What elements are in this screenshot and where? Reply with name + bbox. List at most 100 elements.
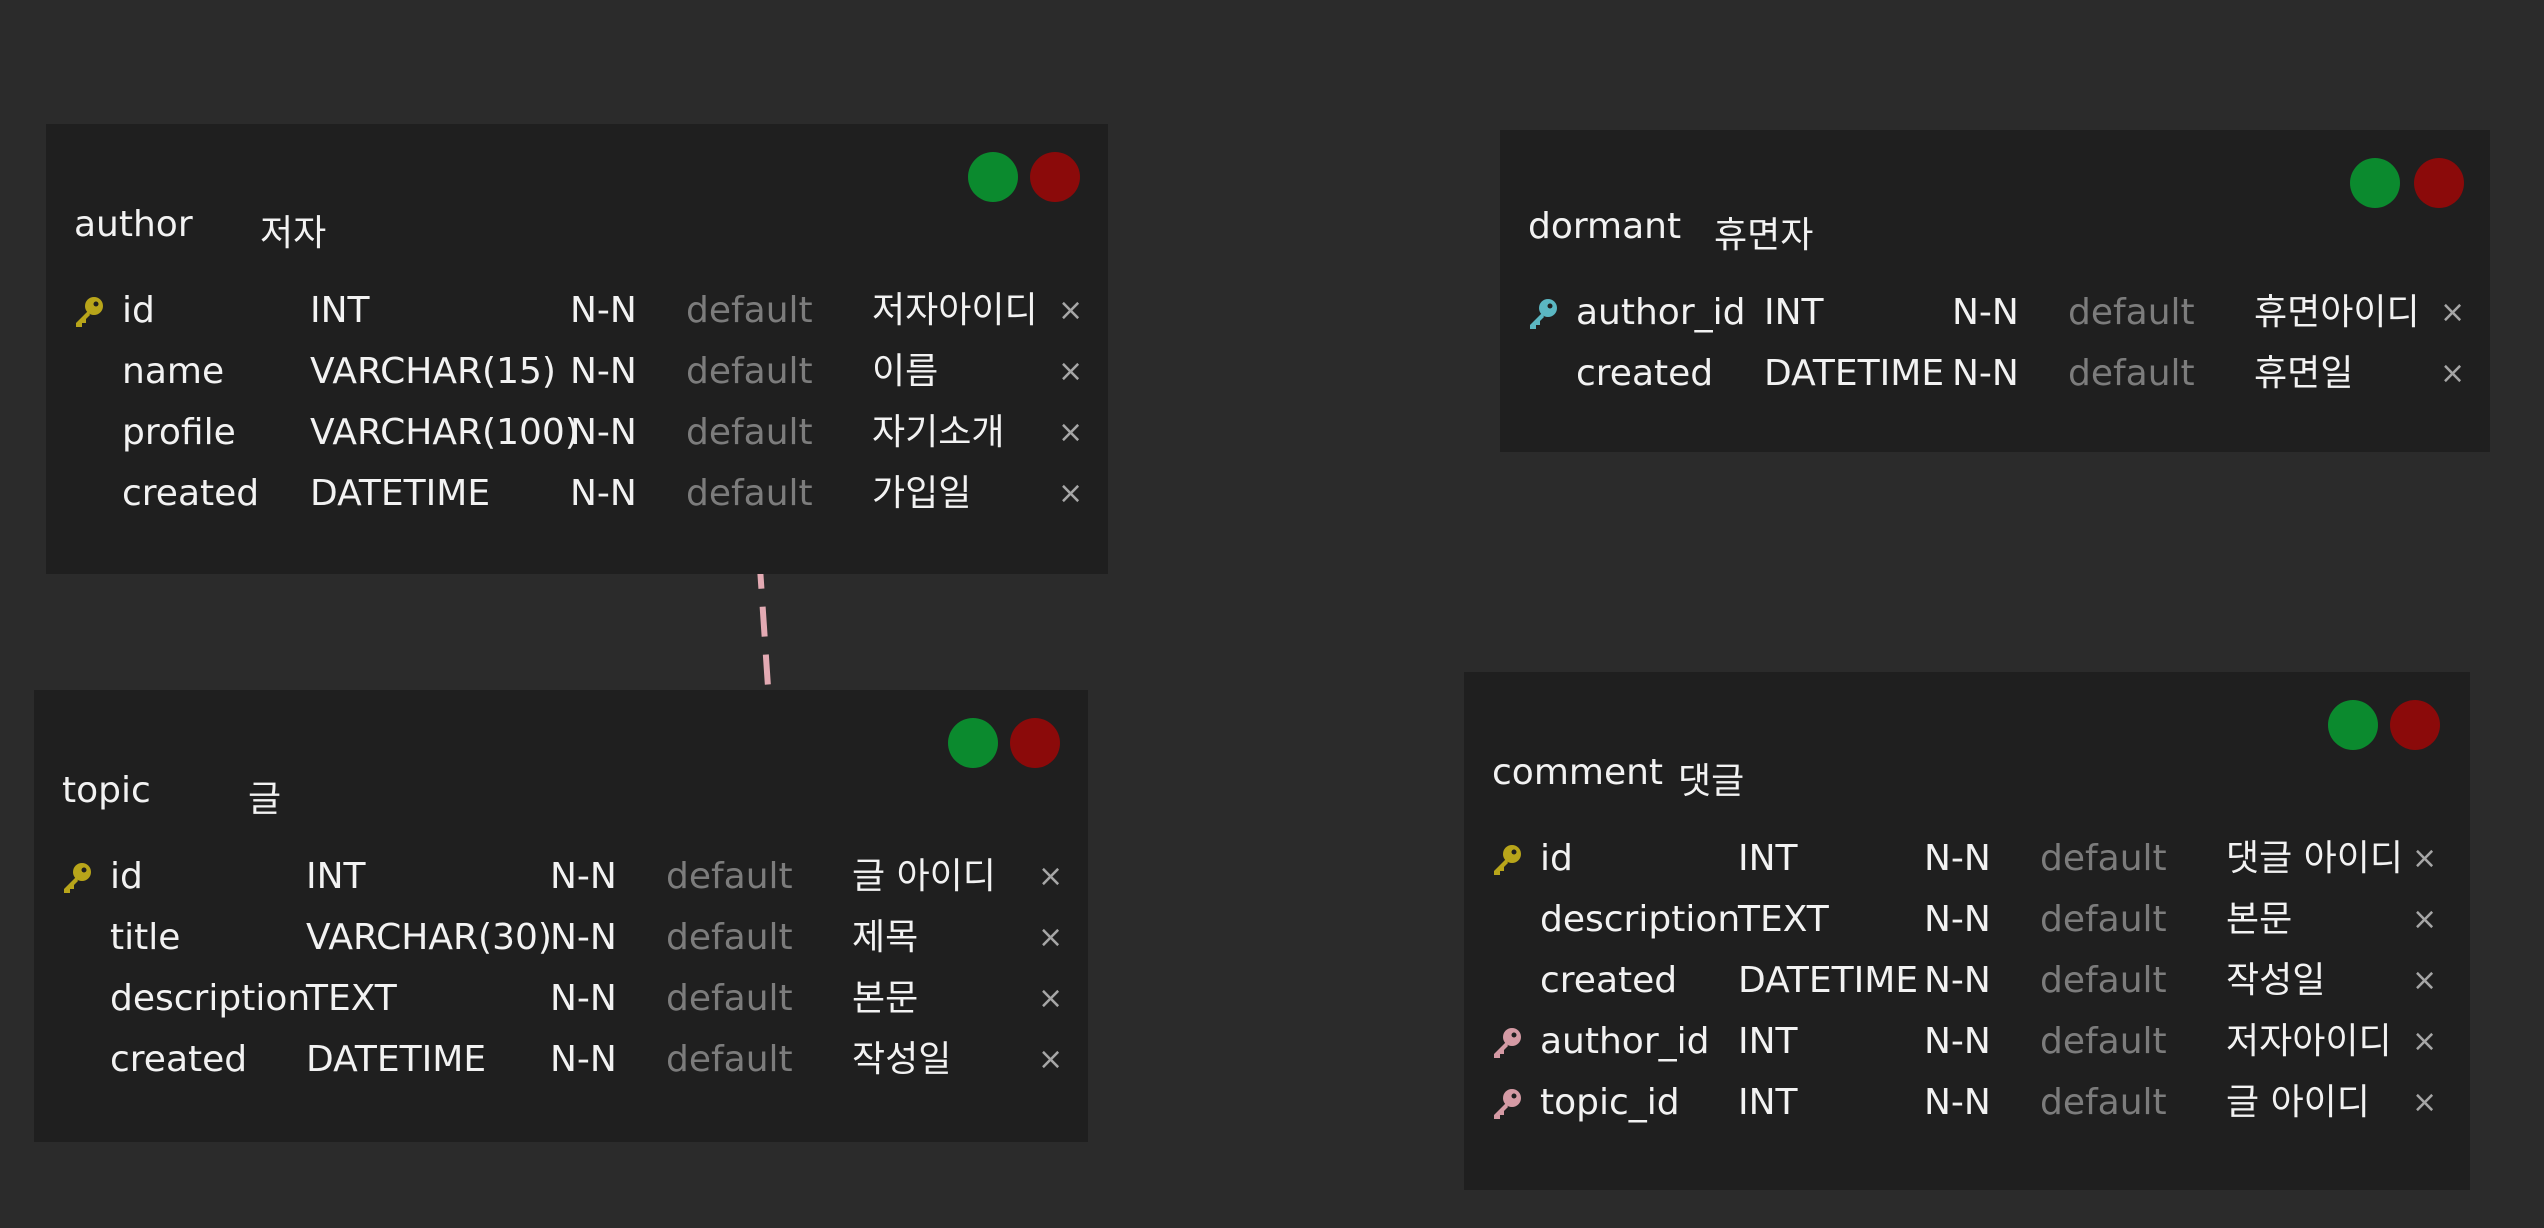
column-comment[interactable]: 작성일 — [852, 1039, 952, 1080]
column-type[interactable]: VARCHAR(30) — [306, 917, 552, 958]
column-null[interactable]: N-N — [1924, 899, 1991, 940]
column-null[interactable]: N-N — [550, 917, 617, 958]
remove-column-icon[interactable]: × — [2412, 1085, 2438, 1120]
column-default[interactable]: default — [666, 978, 793, 1019]
delete-table-button[interactable] — [1010, 718, 1060, 768]
column-name[interactable]: author_id — [1576, 292, 1746, 333]
foreign-key-icon[interactable] — [1490, 1074, 1528, 1132]
column-name[interactable]: profile — [122, 412, 236, 453]
remove-column-icon[interactable]: × — [1038, 981, 1064, 1016]
column-comment[interactable]: 저자아이디 — [872, 290, 1038, 331]
table-comment[interactable]: 글 — [248, 779, 282, 820]
table-header[interactable]: dormant 휴면자 — [1528, 206, 1813, 256]
primary-foreign-key-icon[interactable] — [1526, 284, 1564, 342]
column-type[interactable]: DATETIME — [310, 473, 491, 514]
column-default[interactable]: default — [2040, 899, 2167, 940]
primary-key-icon[interactable] — [1490, 830, 1528, 888]
column-default[interactable]: default — [686, 351, 813, 392]
column-name[interactable]: id — [110, 856, 143, 897]
foreign-key-icon[interactable] — [1490, 1013, 1528, 1071]
column-comment[interactable]: 이름 — [872, 351, 939, 392]
column-type[interactable]: INT — [1764, 292, 1824, 333]
table-name[interactable]: topic — [62, 770, 151, 811]
column-null[interactable]: N-N — [550, 856, 617, 897]
column-null[interactable]: N-N — [1952, 292, 2019, 333]
table-comment[interactable]: 댓글 — [1678, 761, 1745, 802]
column-type[interactable]: INT — [306, 856, 366, 897]
remove-column-icon[interactable]: × — [1038, 1042, 1064, 1077]
column-comment[interactable]: 글 아이디 — [852, 856, 996, 897]
column-type[interactable]: DATETIME — [306, 1039, 487, 1080]
column-name[interactable]: created — [1576, 353, 1714, 394]
column-comment[interactable]: 작성일 — [2226, 960, 2326, 1001]
column-default[interactable]: default — [2040, 960, 2167, 1001]
add-column-button[interactable] — [2350, 158, 2400, 208]
column-comment[interactable]: 본문 — [852, 978, 919, 1019]
column-null[interactable]: N-N — [1924, 1082, 1991, 1123]
remove-column-icon[interactable]: × — [2412, 1024, 2438, 1059]
column-comment[interactable]: 글 아이디 — [2226, 1082, 2370, 1123]
column-type[interactable]: TEXT — [306, 978, 397, 1019]
column-name[interactable]: created — [110, 1039, 248, 1080]
remove-column-icon[interactable]: × — [2412, 841, 2438, 876]
column-default[interactable]: default — [666, 917, 793, 958]
remove-column-icon[interactable]: × — [1058, 415, 1084, 450]
remove-column-icon[interactable]: × — [2440, 295, 2466, 330]
column-default[interactable]: default — [2068, 353, 2195, 394]
column-null[interactable]: N-N — [1952, 353, 2019, 394]
column-default[interactable]: default — [686, 473, 813, 514]
column-name[interactable]: id — [122, 290, 155, 331]
remove-column-icon[interactable]: × — [1038, 920, 1064, 955]
column-comment[interactable]: 댓글 아이디 — [2226, 838, 2404, 879]
remove-column-icon[interactable]: × — [1058, 354, 1084, 389]
column-default[interactable]: default — [666, 1039, 793, 1080]
primary-key-icon[interactable] — [60, 848, 98, 906]
add-column-button[interactable] — [968, 152, 1018, 202]
column-type[interactable]: DATETIME — [1738, 960, 1919, 1001]
remove-column-icon[interactable]: × — [1058, 476, 1084, 511]
column-null[interactable]: N-N — [1924, 1021, 1991, 1062]
column-type[interactable]: INT — [1738, 838, 1798, 879]
table-name[interactable]: dormant — [1528, 206, 1682, 247]
column-null[interactable]: N-N — [570, 473, 637, 514]
column-name[interactable]: author_id — [1540, 1021, 1710, 1062]
column-default[interactable]: default — [2068, 292, 2195, 333]
table-name[interactable]: author — [74, 204, 193, 245]
column-null[interactable]: N-N — [1924, 838, 1991, 879]
remove-column-icon[interactable]: × — [1038, 859, 1064, 894]
table-name[interactable]: comment — [1492, 752, 1664, 793]
column-default[interactable]: default — [686, 412, 813, 453]
column-comment[interactable]: 휴면아이디 — [2254, 292, 2420, 333]
column-null[interactable]: N-N — [570, 412, 637, 453]
delete-table-button[interactable] — [1030, 152, 1080, 202]
table-comment[interactable]: 저자 — [260, 213, 327, 254]
delete-table-button[interactable] — [2414, 158, 2464, 208]
column-null[interactable]: N-N — [1924, 960, 1991, 1001]
table-header[interactable]: author 저자 — [74, 204, 326, 254]
column-type[interactable]: INT — [1738, 1021, 1798, 1062]
table-comment[interactable]: 휴면자 — [1714, 215, 1814, 256]
table-dormant[interactable]: dormant 휴면자 author_id INT N-N default 휴면아이디 ×… — [1500, 130, 2490, 452]
column-type[interactable]: INT — [310, 290, 370, 331]
remove-column-icon[interactable]: × — [2440, 356, 2466, 391]
add-column-button[interactable] — [948, 718, 998, 768]
remove-column-icon[interactable]: × — [2412, 902, 2438, 937]
column-type[interactable]: VARCHAR(15) — [310, 351, 556, 392]
remove-column-icon[interactable]: × — [1058, 293, 1084, 328]
column-name[interactable]: description — [110, 978, 311, 1019]
column-type[interactable]: TEXT — [1738, 899, 1829, 940]
